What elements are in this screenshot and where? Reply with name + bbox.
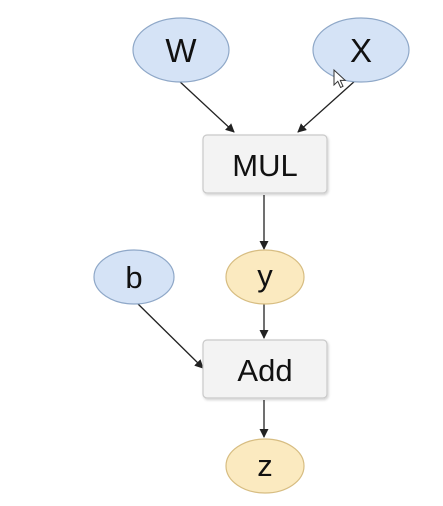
node-add: Add xyxy=(202,339,328,399)
node-w-shape xyxy=(132,17,230,83)
node-b: b xyxy=(93,249,175,305)
node-x-label: X xyxy=(350,32,372,69)
node-w: W xyxy=(132,17,230,83)
node-mul-label: MUL xyxy=(232,148,297,183)
node-x: X xyxy=(312,17,410,83)
node-y: y xyxy=(225,249,305,305)
node-y-label: y xyxy=(257,258,273,293)
node-x-shape xyxy=(312,17,410,83)
node-z-shape xyxy=(225,438,305,494)
node-z-label: z xyxy=(257,448,273,483)
mouse-cursor-icon xyxy=(333,68,347,89)
node-z: z xyxy=(225,438,305,494)
node-add-shape xyxy=(202,339,328,399)
edge-x-to-mul xyxy=(297,79,357,133)
node-b-label: b xyxy=(125,260,142,295)
edges-layer xyxy=(133,79,357,438)
node-w-label: W xyxy=(165,32,197,69)
node-add-label: Add xyxy=(237,353,292,388)
edge-b-to-add xyxy=(133,299,204,369)
node-mul-shape xyxy=(202,134,328,194)
edge-w-to-mul xyxy=(177,79,235,133)
node-b-shape xyxy=(93,249,175,305)
node-mul: MUL xyxy=(202,134,328,194)
node-y-shape xyxy=(225,249,305,305)
